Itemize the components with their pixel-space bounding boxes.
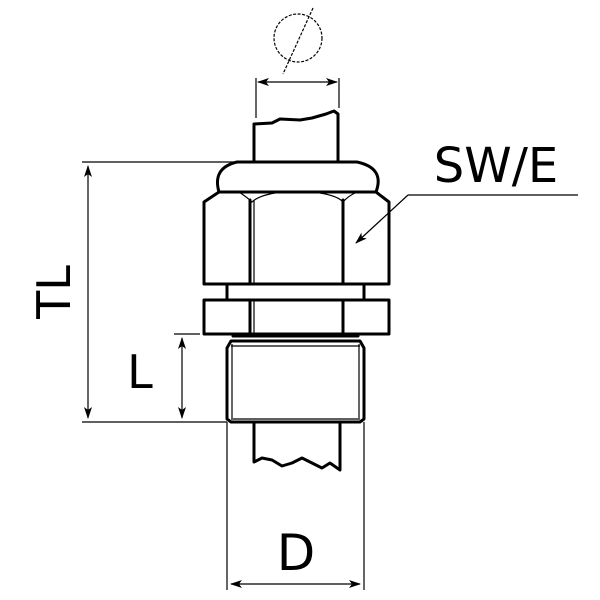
thread-length-dimension	[174, 333, 200, 419]
cable-top	[252, 109, 340, 164]
cable-bottom	[252, 420, 342, 472]
thread-diameter-label: D	[277, 524, 316, 582]
total-length-dimension	[82, 161, 237, 423]
diameter-symbol-icon	[273, 7, 323, 75]
cable-diameter-dimension	[255, 78, 340, 118]
hex-flange-lower	[202, 298, 391, 336]
wrench-size-leader	[355, 194, 578, 244]
thread-body	[225, 334, 366, 424]
nut-neck	[225, 282, 366, 302]
total-length-label: TL	[27, 265, 81, 320]
hex-nut-upper	[202, 190, 391, 286]
thread-diameter-dimension	[226, 422, 365, 590]
thread-length-label: L	[127, 345, 153, 399]
dome-cap	[216, 160, 380, 194]
wrench-size-label: SW/E	[434, 138, 558, 194]
